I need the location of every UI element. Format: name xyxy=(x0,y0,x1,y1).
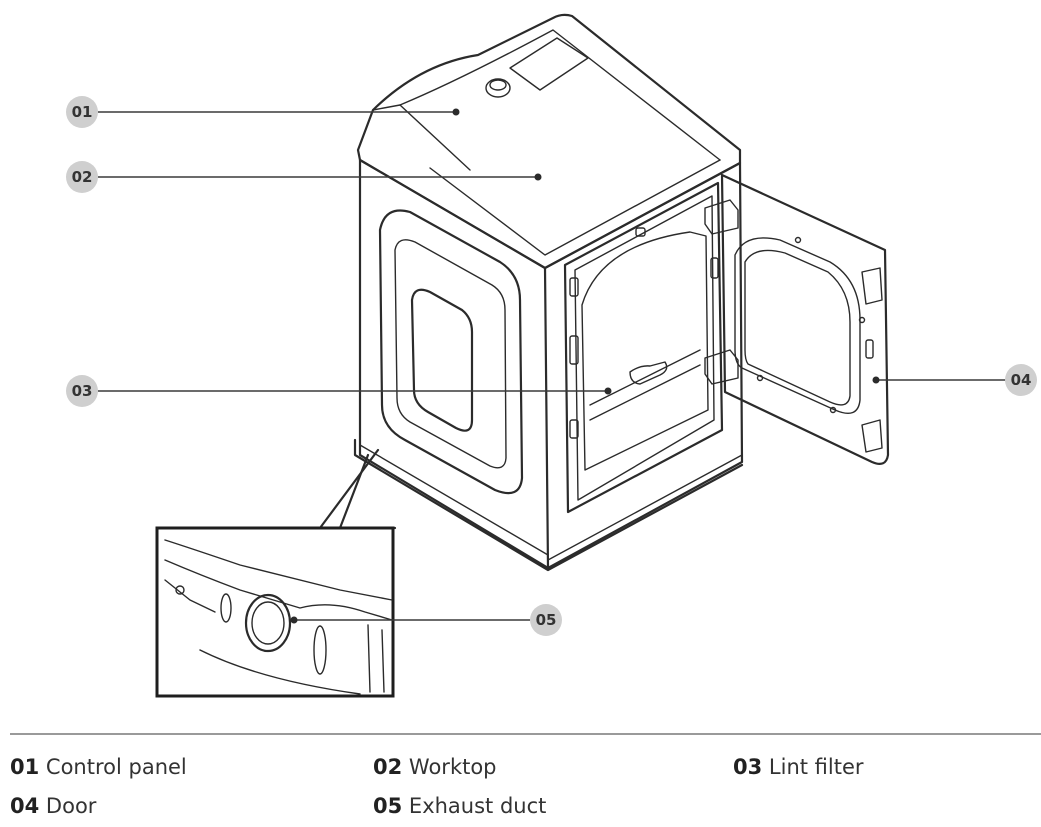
callout-01-number: 01 xyxy=(72,103,93,121)
callout-05-number: 05 xyxy=(536,611,557,629)
legend-number: 01 xyxy=(10,755,40,779)
legend-item-exhaust-duct: 05 Exhaust duct xyxy=(373,794,546,818)
dryer-diagram: 01 02 03 04 05 xyxy=(66,13,1037,698)
legend-item-lint-filter: 03 Lint filter xyxy=(733,755,864,779)
dryer-illustration xyxy=(353,13,890,572)
callout-03-number: 03 xyxy=(72,382,93,400)
legend-item-door: 04 Door xyxy=(10,794,96,818)
legend-label: Lint filter xyxy=(768,755,864,779)
legend-label: Control panel xyxy=(45,755,187,779)
callout-02: 02 xyxy=(66,161,98,193)
legend-number: 04 xyxy=(10,794,40,818)
callout-04-number: 04 xyxy=(1011,371,1032,389)
legend-number: 05 xyxy=(373,794,403,818)
legend-number: 02 xyxy=(373,755,403,779)
callout-03: 03 xyxy=(66,375,98,407)
callout-05: 05 xyxy=(530,604,562,636)
callout-leaders xyxy=(98,108,1006,624)
legend-divider xyxy=(10,733,1041,735)
callout-04: 04 xyxy=(1005,364,1037,396)
legend-item-worktop: 02 Worktop xyxy=(373,755,497,779)
legend-item-control-panel: 01 Control panel xyxy=(10,755,187,779)
exhaust-duct-inset xyxy=(155,448,397,698)
legend-label: Exhaust duct xyxy=(408,794,547,818)
callout-02-number: 02 xyxy=(72,168,93,186)
legend-label: Door xyxy=(45,794,97,818)
callout-01: 01 xyxy=(66,96,98,128)
legend-number: 03 xyxy=(733,755,763,779)
legend-label: Worktop xyxy=(408,755,497,779)
